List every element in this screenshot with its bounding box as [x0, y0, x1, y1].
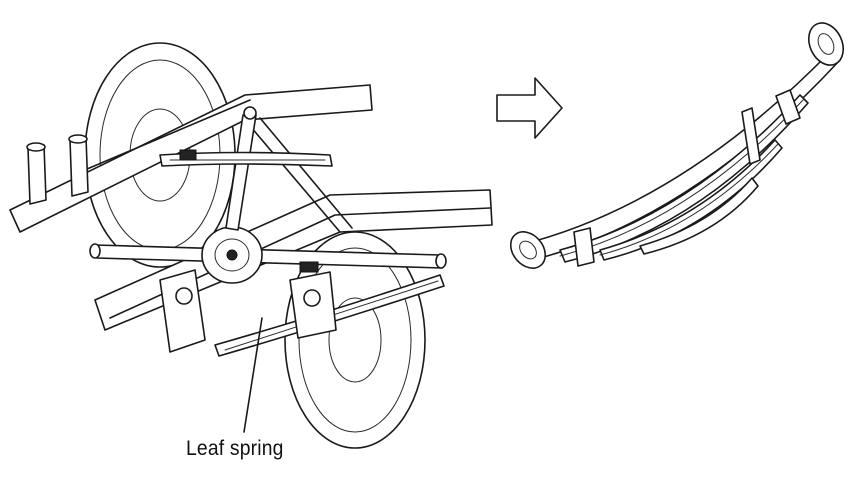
- vehicle-suspension-drawing: [9, 42, 493, 449]
- leaf-spring-label: Leaf spring: [186, 437, 284, 460]
- label-leader-line: [243, 317, 263, 433]
- spring-hangers: [159, 269, 337, 353]
- differential: [201, 226, 263, 284]
- right-arrow-icon: [496, 77, 563, 139]
- rear-axle: [89, 243, 447, 269]
- leaf-spring-detail: [509, 22, 845, 269]
- chassis-frame: [9, 84, 493, 331]
- shock-absorber: [225, 106, 257, 231]
- frame-posts: [26, 134, 89, 205]
